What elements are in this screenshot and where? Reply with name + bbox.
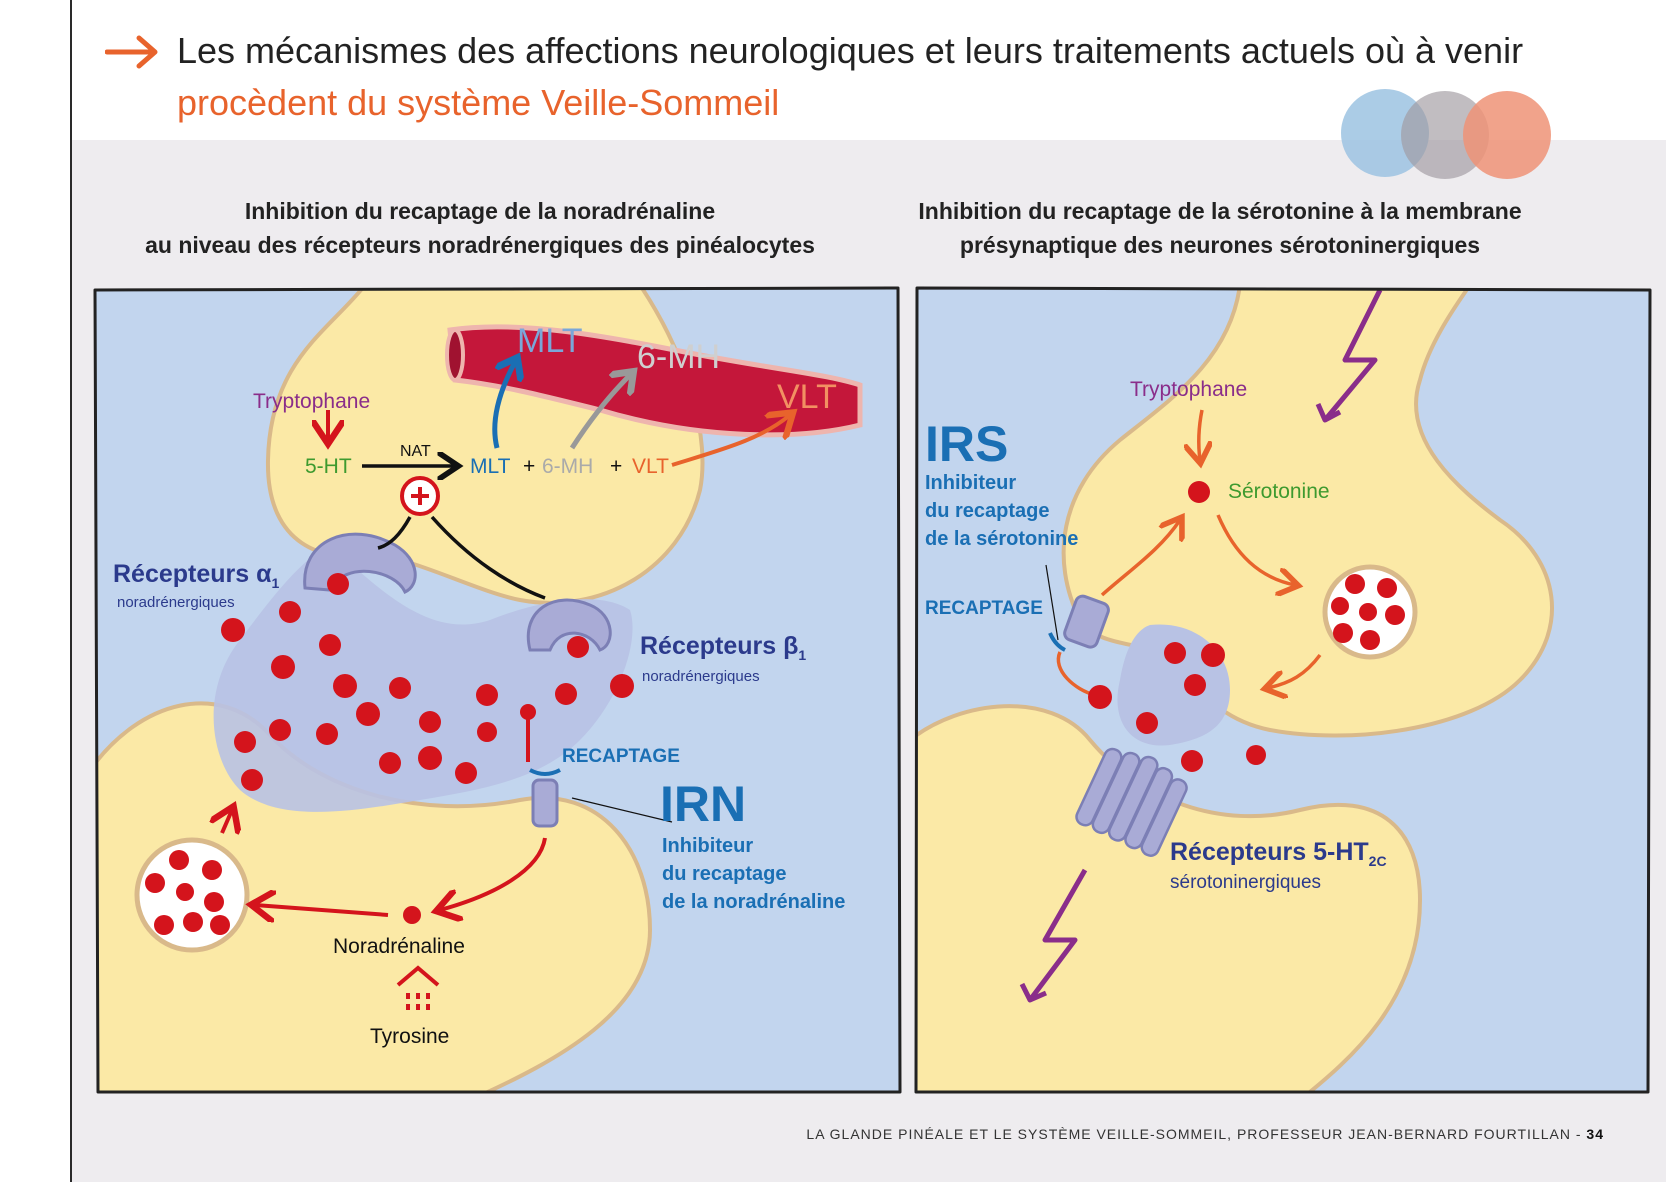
mlt-label: MLT (470, 455, 511, 478)
plus-1: + (523, 455, 536, 478)
left-margin-rule (70, 0, 72, 1182)
alpha-receptor-caption: noradrénergiques (117, 594, 235, 611)
right-section-title: Inhibition du recaptage de la sérotonine… (890, 194, 1550, 262)
plus-2: + (610, 455, 623, 478)
nat-label: NAT (400, 443, 431, 460)
vessel-mlt-label: MLT (517, 322, 582, 360)
vlt-label: VLT (632, 455, 669, 478)
decorative-circles (1341, 89, 1551, 179)
tyrosine-label: Tyrosine (370, 1025, 450, 1048)
alpha-receptor-text: Récepteurs α (113, 560, 272, 588)
beta-receptor-text: Récepteurs β (640, 632, 799, 660)
beta-receptor-label: Récepteurs β1 (640, 632, 806, 663)
header-arrow-icon (105, 35, 158, 69)
irs-desc-line2: du recaptage (925, 500, 1050, 522)
right-tryptophane-label: Tryptophane (1130, 378, 1248, 401)
left-section-title: Inhibition du recaptage de la noradrénal… (130, 194, 830, 262)
right-title-line2: présynaptique des neurones sérotoninergi… (959, 232, 1481, 258)
irs-label: IRS (925, 416, 1009, 472)
left-title-line1: Inhibition du recaptage de la noradrénal… (244, 198, 716, 224)
6mh-label: 6-MH (542, 455, 594, 478)
vessel-6mh-label: 6-MH (637, 338, 720, 376)
irn-label: IRN (660, 776, 747, 832)
page-subtitle: procèdent du système Veille-Sommeil (177, 82, 780, 123)
irs-desc-line1: Inhibiteur (925, 472, 1017, 494)
footer-text: LA GLANDE PINÉALE ET LE SYSTÈME VEILLE-S… (806, 1126, 1587, 1142)
irn-desc-line3: de la noradrénaline (662, 891, 846, 913)
page-title: Les mécanismes des affections neurologiq… (177, 30, 1524, 71)
noradrenaline-label: Noradrénaline (333, 935, 465, 958)
tryptophane-label: Tryptophane (253, 390, 371, 413)
right-title-line1: Inhibition du recaptage de la sérotonine… (918, 198, 1522, 224)
5ht2c-subscript: 2C (1368, 853, 1387, 869)
alpha-subscript: 1 (271, 575, 280, 591)
5ht2c-receptor-text: Récepteurs 5-HT (1170, 838, 1369, 866)
5ht-label: 5-HT (305, 455, 352, 478)
alpha-receptor-label: Récepteurs α1 (113, 560, 279, 591)
left-recaptage-label: RECAPTAGE (562, 746, 680, 767)
left-title-line2: au niveau des récepteurs noradrénergique… (145, 232, 815, 258)
beta-subscript: 1 (798, 647, 807, 663)
beta-receptor-caption: noradrénergiques (642, 668, 760, 685)
right-recaptage-label: RECAPTAGE (925, 598, 1043, 619)
page-number: 34 (1586, 1126, 1604, 1142)
irs-desc-line3: de la sérotonine (925, 528, 1079, 550)
serotonine-label: Sérotonine (1228, 480, 1330, 503)
vessel-vlt-label: VLT (777, 378, 837, 416)
page-footer: LA GLANDE PINÉALE ET LE SYSTÈME VEILLE-S… (806, 1126, 1604, 1142)
5ht2c-receptor-label: Récepteurs 5-HT2C (1170, 838, 1387, 869)
irn-desc-line1: Inhibiteur (662, 835, 754, 857)
5ht2c-receptor-caption: sérotoninergiques (1170, 872, 1322, 893)
irn-desc-line2: du recaptage (662, 863, 787, 885)
